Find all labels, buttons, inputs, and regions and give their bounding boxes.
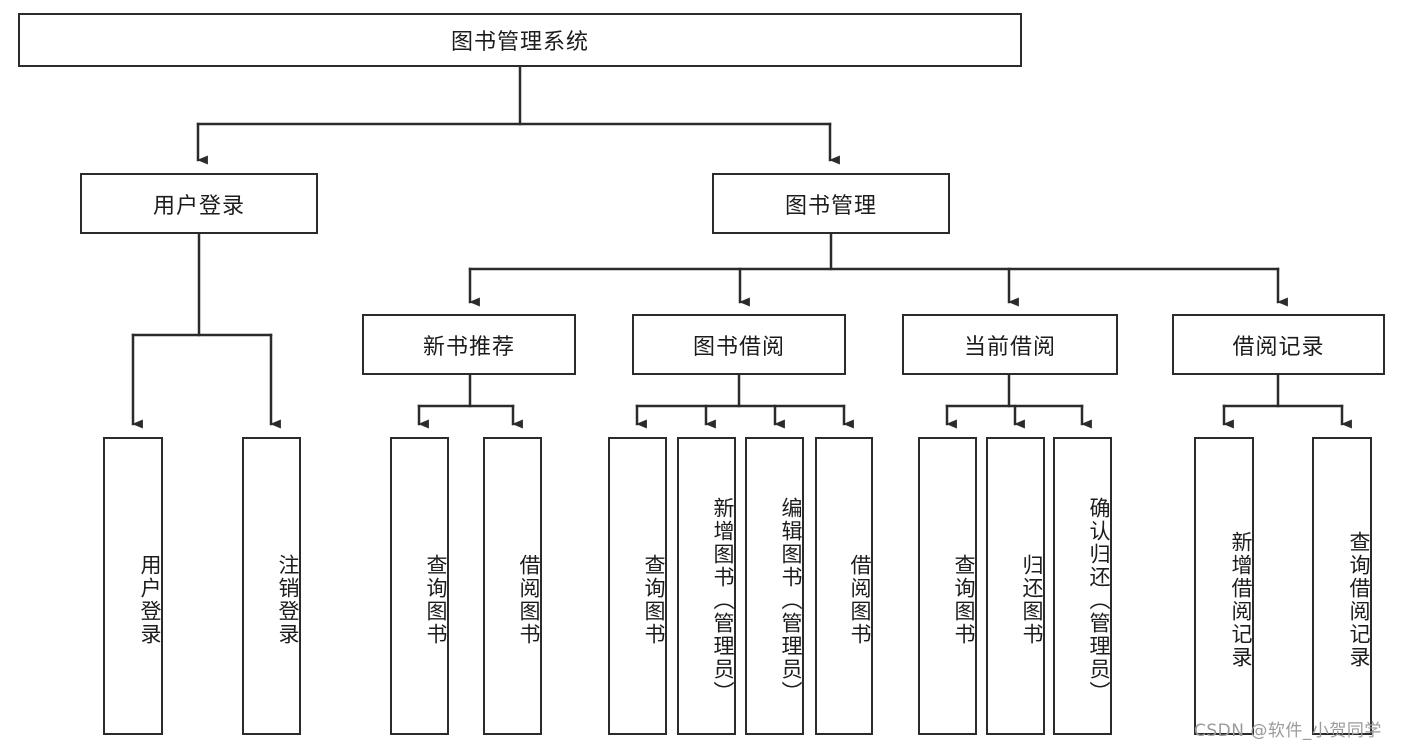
node-label: 确认归还（管理员） — [1087, 496, 1111, 704]
node-leaf-logout[interactable]: 注销登录 — [242, 437, 301, 735]
node-label: 借阅图书 — [517, 554, 541, 646]
node-leaf-query-book-newbook[interactable]: 查询图书 — [390, 437, 449, 735]
node-label: 图书借阅 — [692, 334, 785, 360]
node-leaf-borrow-book[interactable]: 借阅图书 — [815, 437, 873, 735]
node-level3-current-borrow[interactable]: 当前借阅 — [902, 314, 1118, 375]
node-leaf-confirm-return-admin[interactable]: 确认归还（管理员） — [1053, 437, 1112, 735]
node-label: 用户登录 — [138, 554, 162, 646]
watermark: CSDN @软件_小贺同学 — [1194, 721, 1382, 741]
node-leaf-borrow-book-newbook[interactable]: 借阅图书 — [483, 437, 542, 735]
node-label: 借阅图书 — [848, 554, 872, 646]
node-level3-new-book-recommend[interactable]: 新书推荐 — [362, 314, 576, 375]
node-level3-borrow-records[interactable]: 借阅记录 — [1172, 314, 1385, 375]
node-label: 注销登录 — [276, 554, 300, 646]
node-label: 查询图书 — [952, 554, 976, 646]
node-leaf-add-book-admin[interactable]: 新增图书（管理员） — [677, 437, 736, 735]
node-label: 编辑图书（管理员） — [779, 496, 803, 704]
node-label: 查询图书 — [642, 554, 666, 646]
node-label: 新增图书（管理员） — [711, 496, 735, 704]
node-label: 借阅记录 — [1232, 334, 1325, 360]
node-level3-book-borrow[interactable]: 图书借阅 — [632, 314, 846, 375]
node-root[interactable]: 图书管理系统 — [18, 13, 1022, 67]
node-label: 新增借阅记录 — [1229, 531, 1253, 669]
node-leaf-user-login[interactable]: 用户登录 — [103, 437, 163, 735]
node-label: 归还图书 — [1020, 554, 1044, 646]
node-label: 当前借阅 — [963, 334, 1056, 360]
node-leaf-add-borrow-record[interactable]: 新增借阅记录 — [1194, 437, 1254, 735]
node-root-label: 图书管理系统 — [450, 30, 589, 55]
node-level2-user-login[interactable]: 用户登录 — [80, 173, 318, 234]
node-leaf-query-book-current[interactable]: 查询图书 — [918, 437, 977, 735]
node-label: 用户登录 — [152, 193, 245, 219]
node-leaf-edit-book-admin[interactable]: 编辑图书（管理员） — [745, 437, 804, 735]
node-leaf-return-book[interactable]: 归还图书 — [986, 437, 1045, 735]
node-label: 查询图书 — [424, 554, 448, 646]
node-label: 查询借阅记录 — [1347, 531, 1371, 669]
node-level2-book-management[interactable]: 图书管理 — [712, 173, 950, 234]
node-label: 图书管理 — [784, 193, 877, 219]
node-label: 新书推荐 — [422, 334, 515, 360]
node-leaf-query-book-borrow[interactable]: 查询图书 — [608, 437, 667, 735]
node-leaf-query-borrow-record[interactable]: 查询借阅记录 — [1312, 437, 1372, 735]
